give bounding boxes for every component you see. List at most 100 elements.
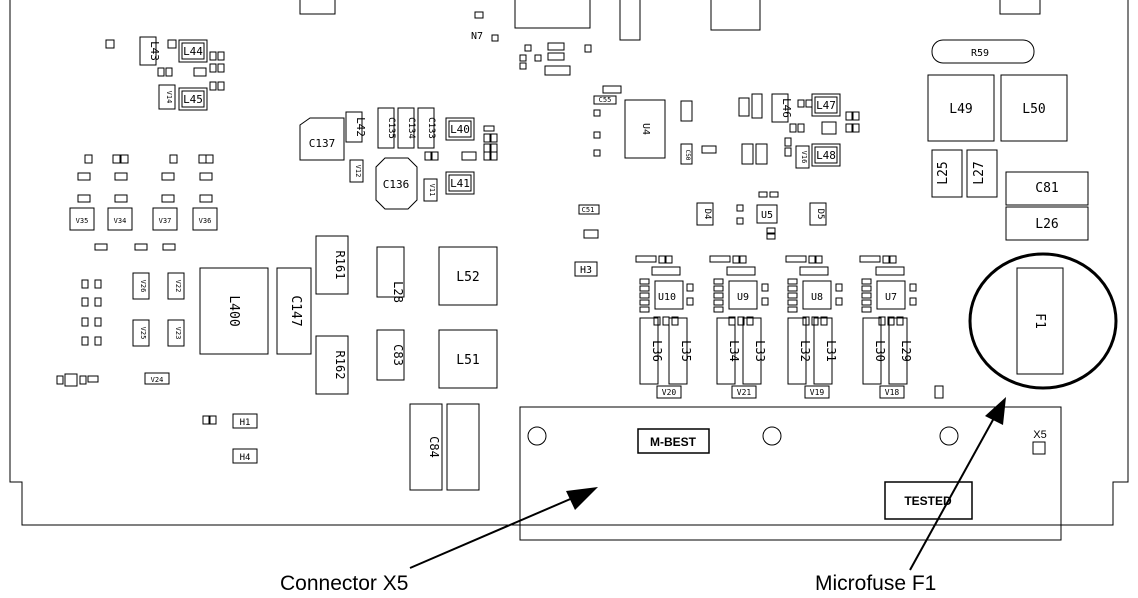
label-l45: L45 [183,93,203,106]
label-u7: U7 [885,292,897,303]
label-c136: C136 [383,178,410,191]
f1-body [1016,267,1064,375]
label-l33: L33 [753,340,767,362]
label-u4: U4 [640,123,651,135]
label-c133: C133 [426,117,436,139]
l51-body [438,329,498,389]
label-l400: L400 [226,295,241,326]
label-l50: L50 [1022,102,1045,117]
label-l40: L40 [450,123,470,136]
label-l51: L51 [456,353,479,368]
label-u5: U5 [761,210,773,221]
label-m-best: M-BEST [650,435,697,449]
label-v11: V11 [428,184,436,197]
label-v24: V24 [151,376,164,384]
label-v19: V19 [810,388,825,397]
label-l30: L30 [873,340,887,362]
label-c81: L26 [1035,217,1058,232]
label-c55: C55 [599,96,612,104]
label-v23: V23 [174,327,182,340]
label-u9: U9 [737,292,749,303]
label-v20: V20 [662,388,677,397]
label-h1: H1 [240,418,251,428]
large-components [199,39,1089,491]
l50-body [1000,74,1068,142]
r162-body [315,335,349,395]
label-l27: L28 [391,281,405,303]
label-v35: V35 [76,217,89,225]
label-c147: C147 [288,295,303,326]
label-c134: C134 [406,117,416,139]
label-f1: F1 [1032,313,1047,329]
component-labels: R59 L49 L50 C81 L26 L52 L51 C137 C136 L4… [76,31,1059,463]
label-v18: V18 [885,388,900,397]
u4-body [624,99,666,159]
label-l49: L49 [949,102,972,117]
l27-body [376,246,405,298]
board-outline [9,0,1129,526]
label-v14: V14 [165,91,173,104]
label-c50: C50 [684,150,691,161]
c81-body [1005,206,1089,241]
label-v12: V12 [354,165,362,178]
fuse-arrow-line [909,417,995,571]
label-v21: V21 [737,388,752,397]
connector-arrow-line [409,496,576,569]
label-c135: C135 [386,117,396,139]
connector-x5-area [519,406,1062,541]
label-v36: V36 [199,217,212,225]
label-l26: L25 [936,161,951,184]
r59-body [931,39,1035,64]
tiny-parts [56,11,944,425]
label-u10: U10 [658,292,676,303]
l28-body [376,329,405,381]
regulator-tiny-parts [635,255,917,326]
c84-body [446,403,480,491]
label-v22: V22 [174,280,182,293]
label-v25: V25 [139,327,147,340]
callout-arrows [409,397,1006,571]
label-r162: R162 [333,351,347,380]
label-n7: N7 [471,31,483,42]
label-l48: L48 [816,149,836,162]
l52-body [438,246,498,306]
c136-body [375,157,418,210]
label-l44: L44 [183,45,203,58]
label-tested: TESTED [904,494,952,508]
left-small-parts [69,84,810,464]
label-l35: L35 [679,340,693,362]
l49-body [927,74,995,142]
label-v16: V16 [800,151,808,164]
label-l42: L42 [354,117,367,137]
label-c137: C137 [309,137,336,150]
label-l32: L32 [798,340,812,362]
l25-body [966,149,998,198]
fuse-highlight-circle [968,252,1118,390]
r161-body [315,235,349,295]
label-v26: V26 [139,280,147,293]
label-l31: L31 [824,340,838,362]
label-l36: L36 [650,340,664,362]
regulator-section [574,202,908,399]
label-c51: C51 [582,206,595,214]
caption-microfuse-f1: Microfuse F1 [815,572,936,595]
label-x5: X5 [1033,429,1046,441]
label-l41: L41 [450,177,470,190]
label-h3: H3 [580,265,592,276]
small-inductors [139,36,841,195]
label-l47: L47 [816,99,836,112]
label-l34: L34 [727,340,741,362]
c82-body [1005,171,1089,206]
c137-body [299,117,345,161]
label-l46: L46 [780,98,793,118]
caption-connector-x5: Connector X5 [280,572,408,595]
label-l52: L52 [456,270,479,285]
fuse-arrowhead [985,397,1006,425]
label-l29: L29 [899,340,913,362]
label-d5: D5 [815,209,825,220]
connector-arrowhead [566,487,598,510]
label-c83: C84 [427,436,441,458]
label-u8: U8 [811,292,823,303]
c147-body [276,267,312,355]
